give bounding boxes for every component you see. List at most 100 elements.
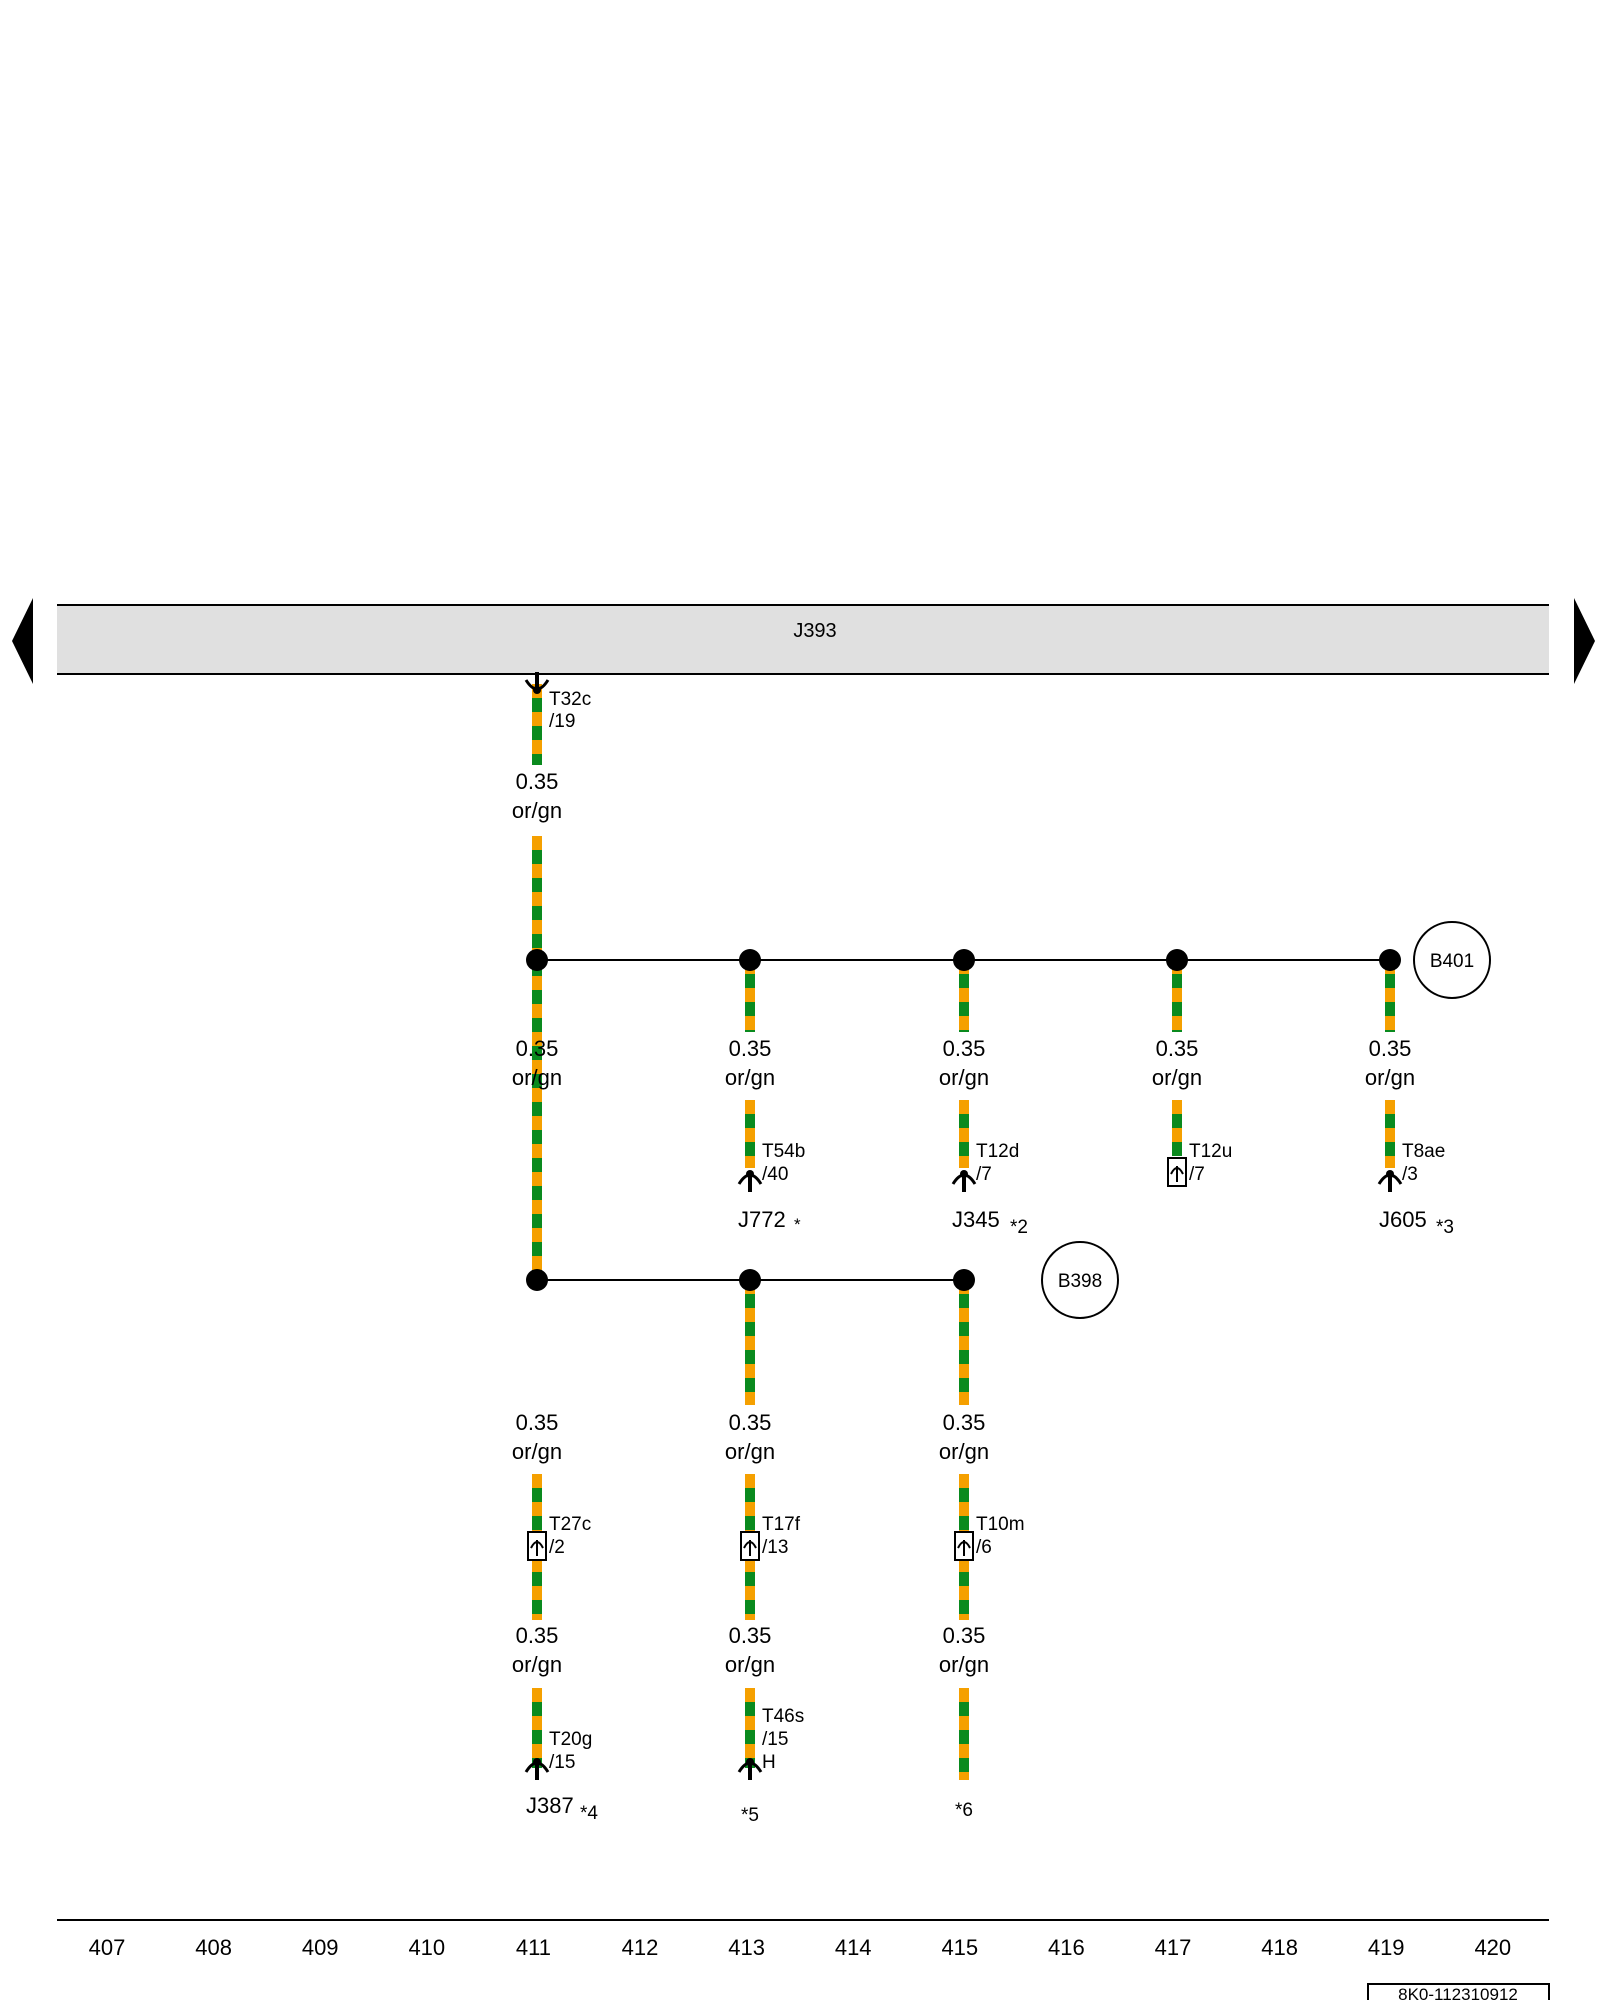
connector-t20g-pin: /15 — [549, 1752, 575, 1773]
wire-color-label: or/gn — [512, 1652, 562, 1677]
wire-segment — [745, 1308, 755, 1322]
wire-segment — [532, 1242, 542, 1256]
connector-t20g-name: T20g — [549, 1729, 592, 1750]
wire-segment — [959, 1142, 969, 1156]
connector-t54b-pin: /40 — [762, 1164, 788, 1185]
wire-size-label: 0.35 — [516, 1410, 559, 1435]
wire-segment — [532, 740, 542, 754]
connector-t46s-name: T46s — [762, 1706, 804, 1727]
wire-segment — [532, 1144, 542, 1158]
wire-segment — [532, 1074, 542, 1088]
wire-segment — [959, 1488, 969, 1502]
wire-segment — [745, 1016, 755, 1030]
wire-segment — [745, 1600, 755, 1614]
wire-size-label: 0.35 — [943, 1036, 986, 1061]
wire-segment — [959, 1558, 969, 1572]
connector-t12d-pin: /7 — [976, 1164, 992, 1185]
wire-segment — [1385, 1016, 1395, 1030]
wire-segment — [959, 1586, 969, 1600]
connector-t8ae-icon-tip — [1386, 1170, 1394, 1178]
wire-segment — [959, 1336, 969, 1350]
wire-segment — [532, 1256, 542, 1270]
wire-segment — [532, 878, 542, 892]
wire-segment — [745, 1516, 755, 1530]
wire-segment — [745, 1572, 755, 1586]
connector-t27c-name: T27c — [549, 1514, 591, 1535]
wire-segment — [532, 1572, 542, 1586]
splice-node — [1166, 949, 1188, 971]
wire-segment — [1385, 1114, 1395, 1128]
next-page-arrow[interactable] — [1574, 598, 1595, 684]
wire-segment — [532, 934, 542, 948]
wire-segment — [745, 1586, 755, 1600]
connector-t17f-pin: /13 — [762, 1537, 788, 1558]
wire-segment — [959, 1002, 969, 1016]
wire-segment — [532, 1702, 542, 1716]
wire-segment — [959, 1100, 969, 1114]
connector-t32c-pin: /19 — [549, 711, 575, 732]
connector-t20g-icon-tip — [533, 1758, 541, 1766]
wire-color-label: or/gn — [512, 1065, 562, 1090]
wire-segment — [1172, 1100, 1182, 1114]
wire-segment — [959, 974, 969, 988]
wire-color-label: or/gn — [512, 1439, 562, 1464]
wire-segment — [959, 1364, 969, 1378]
splice-b398-circle — [1041, 1241, 1119, 1319]
track-number: 420 — [1474, 1935, 1511, 1960]
wire-segment — [532, 698, 542, 712]
component-j387-note: *4 — [580, 1803, 598, 1824]
wire-size-label: 0.35 — [729, 1623, 772, 1648]
component-j772-label: J772 — [738, 1207, 786, 1232]
wire-segment — [532, 1130, 542, 1144]
wire-segment — [959, 1772, 969, 1780]
wire-segment — [959, 1030, 969, 1032]
track-number: 411 — [516, 1935, 551, 1960]
wire-segment — [959, 1378, 969, 1392]
wire-segment — [959, 1730, 969, 1744]
previous-page-arrow[interactable] — [12, 598, 33, 684]
connector-t10m-name: T10m — [976, 1514, 1025, 1535]
wire-segment — [532, 1186, 542, 1200]
track-number: 416 — [1048, 1935, 1085, 1960]
doc-id-box — [1367, 1983, 1550, 2000]
wire-segment — [532, 1004, 542, 1018]
wire-segment — [532, 1730, 542, 1744]
wire-segment — [745, 1558, 755, 1572]
wire-segment — [532, 754, 542, 765]
wire-segment — [745, 1350, 755, 1364]
wire-segment — [959, 1156, 969, 1168]
wire-segment — [532, 1688, 542, 1702]
wire-size-label: 0.35 — [516, 769, 559, 794]
wire-segment — [745, 1030, 755, 1032]
component-j605-note: *3 — [1436, 1217, 1454, 1238]
wire-segment — [532, 906, 542, 920]
wire-size-label: 0.35 — [516, 1036, 559, 1061]
wire-segment — [1172, 1142, 1182, 1156]
splice-node — [953, 1269, 975, 1291]
footnote-5: *5 — [741, 1805, 759, 1826]
footnote-6: *6 — [955, 1800, 973, 1821]
connector-t46s-pin2: H — [762, 1752, 776, 1773]
wire-size-label: 0.35 — [1156, 1036, 1199, 1061]
wire-segment — [959, 1474, 969, 1488]
wire-segment — [745, 1474, 755, 1488]
wire-segment — [1172, 1002, 1182, 1016]
track-number: 412 — [622, 1935, 659, 1960]
wire-segment — [1172, 1016, 1182, 1030]
wire-segment — [532, 1032, 542, 1046]
track-number: 407 — [89, 1935, 126, 1960]
wire-segment — [1385, 988, 1395, 1002]
wire-segment — [959, 1614, 969, 1620]
wire-segment — [532, 864, 542, 878]
wire-color-label: or/gn — [1152, 1065, 1202, 1090]
wire-segment — [1385, 1100, 1395, 1114]
wire-segment — [959, 1308, 969, 1322]
connector-t54b-name: T54b — [762, 1141, 805, 1162]
track-number: 408 — [195, 1935, 232, 1960]
wire-color-label: or/gn — [512, 798, 562, 823]
wire-segment — [745, 1156, 755, 1168]
connector-t8ae-name: T8ae — [1402, 1141, 1445, 1162]
wire-segment — [745, 1114, 755, 1128]
wire-segment — [959, 1716, 969, 1730]
wire-segment — [1385, 1128, 1395, 1142]
